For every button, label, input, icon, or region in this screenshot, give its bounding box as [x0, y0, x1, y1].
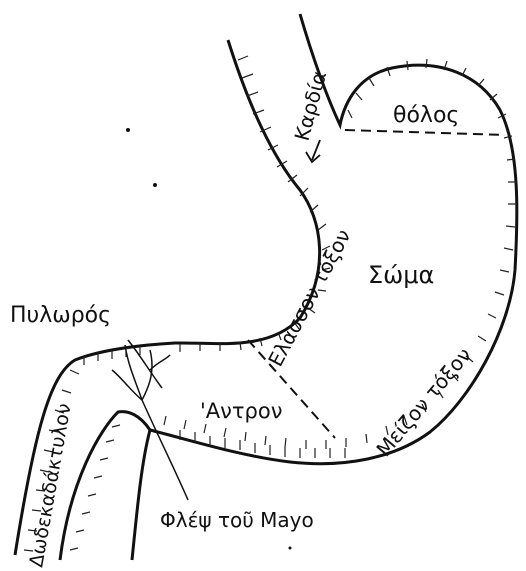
- label-antrum: 'Αντρον: [200, 399, 282, 423]
- mayo-vein-lines: [112, 345, 188, 500]
- marker-dot: [126, 128, 130, 132]
- label-cardia: Καρδία: [290, 68, 332, 143]
- label-pylorus: Πυλωρός: [10, 303, 111, 328]
- marker-dot: [289, 547, 292, 550]
- label-fundus: θόλος: [393, 103, 459, 128]
- fundus-boundary-dashed: [345, 130, 505, 135]
- label-body: Σώμα: [368, 261, 434, 289]
- pylorus-notch: [60, 412, 150, 560]
- marker-dot: [153, 183, 157, 187]
- label-lesser-curvature: Ελασσον τόξον: [263, 225, 355, 370]
- label-duodenum: Δωδεκαδάκτυλον: [25, 402, 75, 569]
- cardia-arrow: [306, 140, 320, 162]
- label-mayo-vein: Φλέψ τοῦ Mayo: [160, 508, 314, 532]
